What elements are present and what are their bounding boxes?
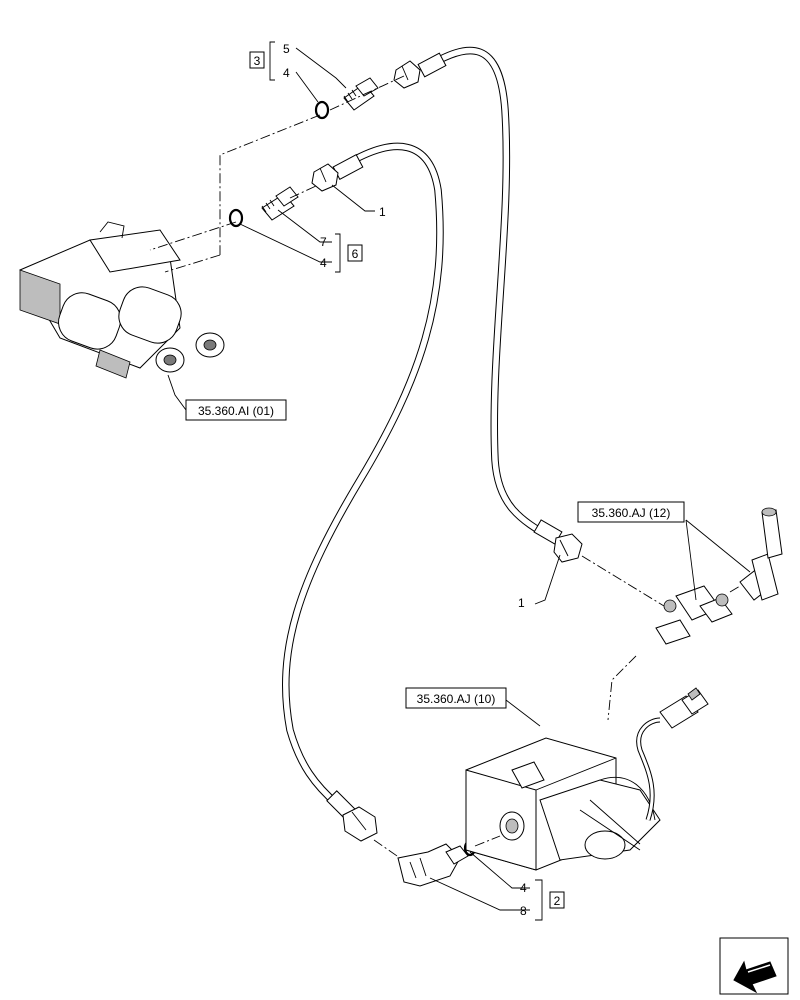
hose-end-fitting-top-left [311,154,364,192]
hose-end-fitting-middle [533,519,583,563]
kit-box-6 [347,244,363,262]
reference-box-ai-01 [185,399,287,421]
center-lines [149,75,741,859]
callout-4-top: 4 [283,66,290,80]
o-ring-top [314,100,330,120]
kit-box-2 [549,891,565,909]
arrow-icon [719,937,789,995]
tee-fitting [655,585,733,645]
reference-label-aj-10: 35.360.AJ (10) [417,692,496,706]
callout-8: 8 [520,904,527,918]
callout-5: 5 [283,42,290,56]
hose-end-fitting-top-right [393,52,447,89]
elbow-fitting-right [739,507,783,601]
valve-block-bottom [465,737,661,871]
hose-long-left [282,142,444,809]
callout-4-bottom: 4 [520,881,527,895]
callout-7: 7 [320,235,327,249]
hose-end-fitting-bottom [326,790,378,842]
bracket-kit-3 [269,41,275,81]
callout-1-top: 1 [379,205,386,219]
reference-box-aj-12 [577,501,685,523]
wire-harness-connector [636,687,709,821]
reference-label-ai-01: 35.360.AI (01) [198,404,274,418]
bracket-kit-2 [535,879,543,921]
kit-label-2: 2 [554,894,561,908]
callout-1-bottom: 1 [518,596,525,610]
o-ring-left [228,208,244,228]
solenoid-valve-left [19,221,225,379]
kit-label-3: 3 [254,54,261,68]
hose-long-right [421,46,556,542]
adapter-fitting-left [261,186,299,221]
reference-label-aj-12: 35.360.AJ (12) [592,506,671,520]
bracket-kit-6 [335,233,341,273]
leader-lines [167,47,751,911]
elbow-fitting-bottom [397,843,469,887]
adapter-fitting-top [343,77,379,111]
callout-4-middle: 4 [320,256,327,270]
reference-box-aj-10 [405,687,507,709]
kit-label-6: 6 [352,247,359,261]
kit-box-3 [249,51,265,69]
